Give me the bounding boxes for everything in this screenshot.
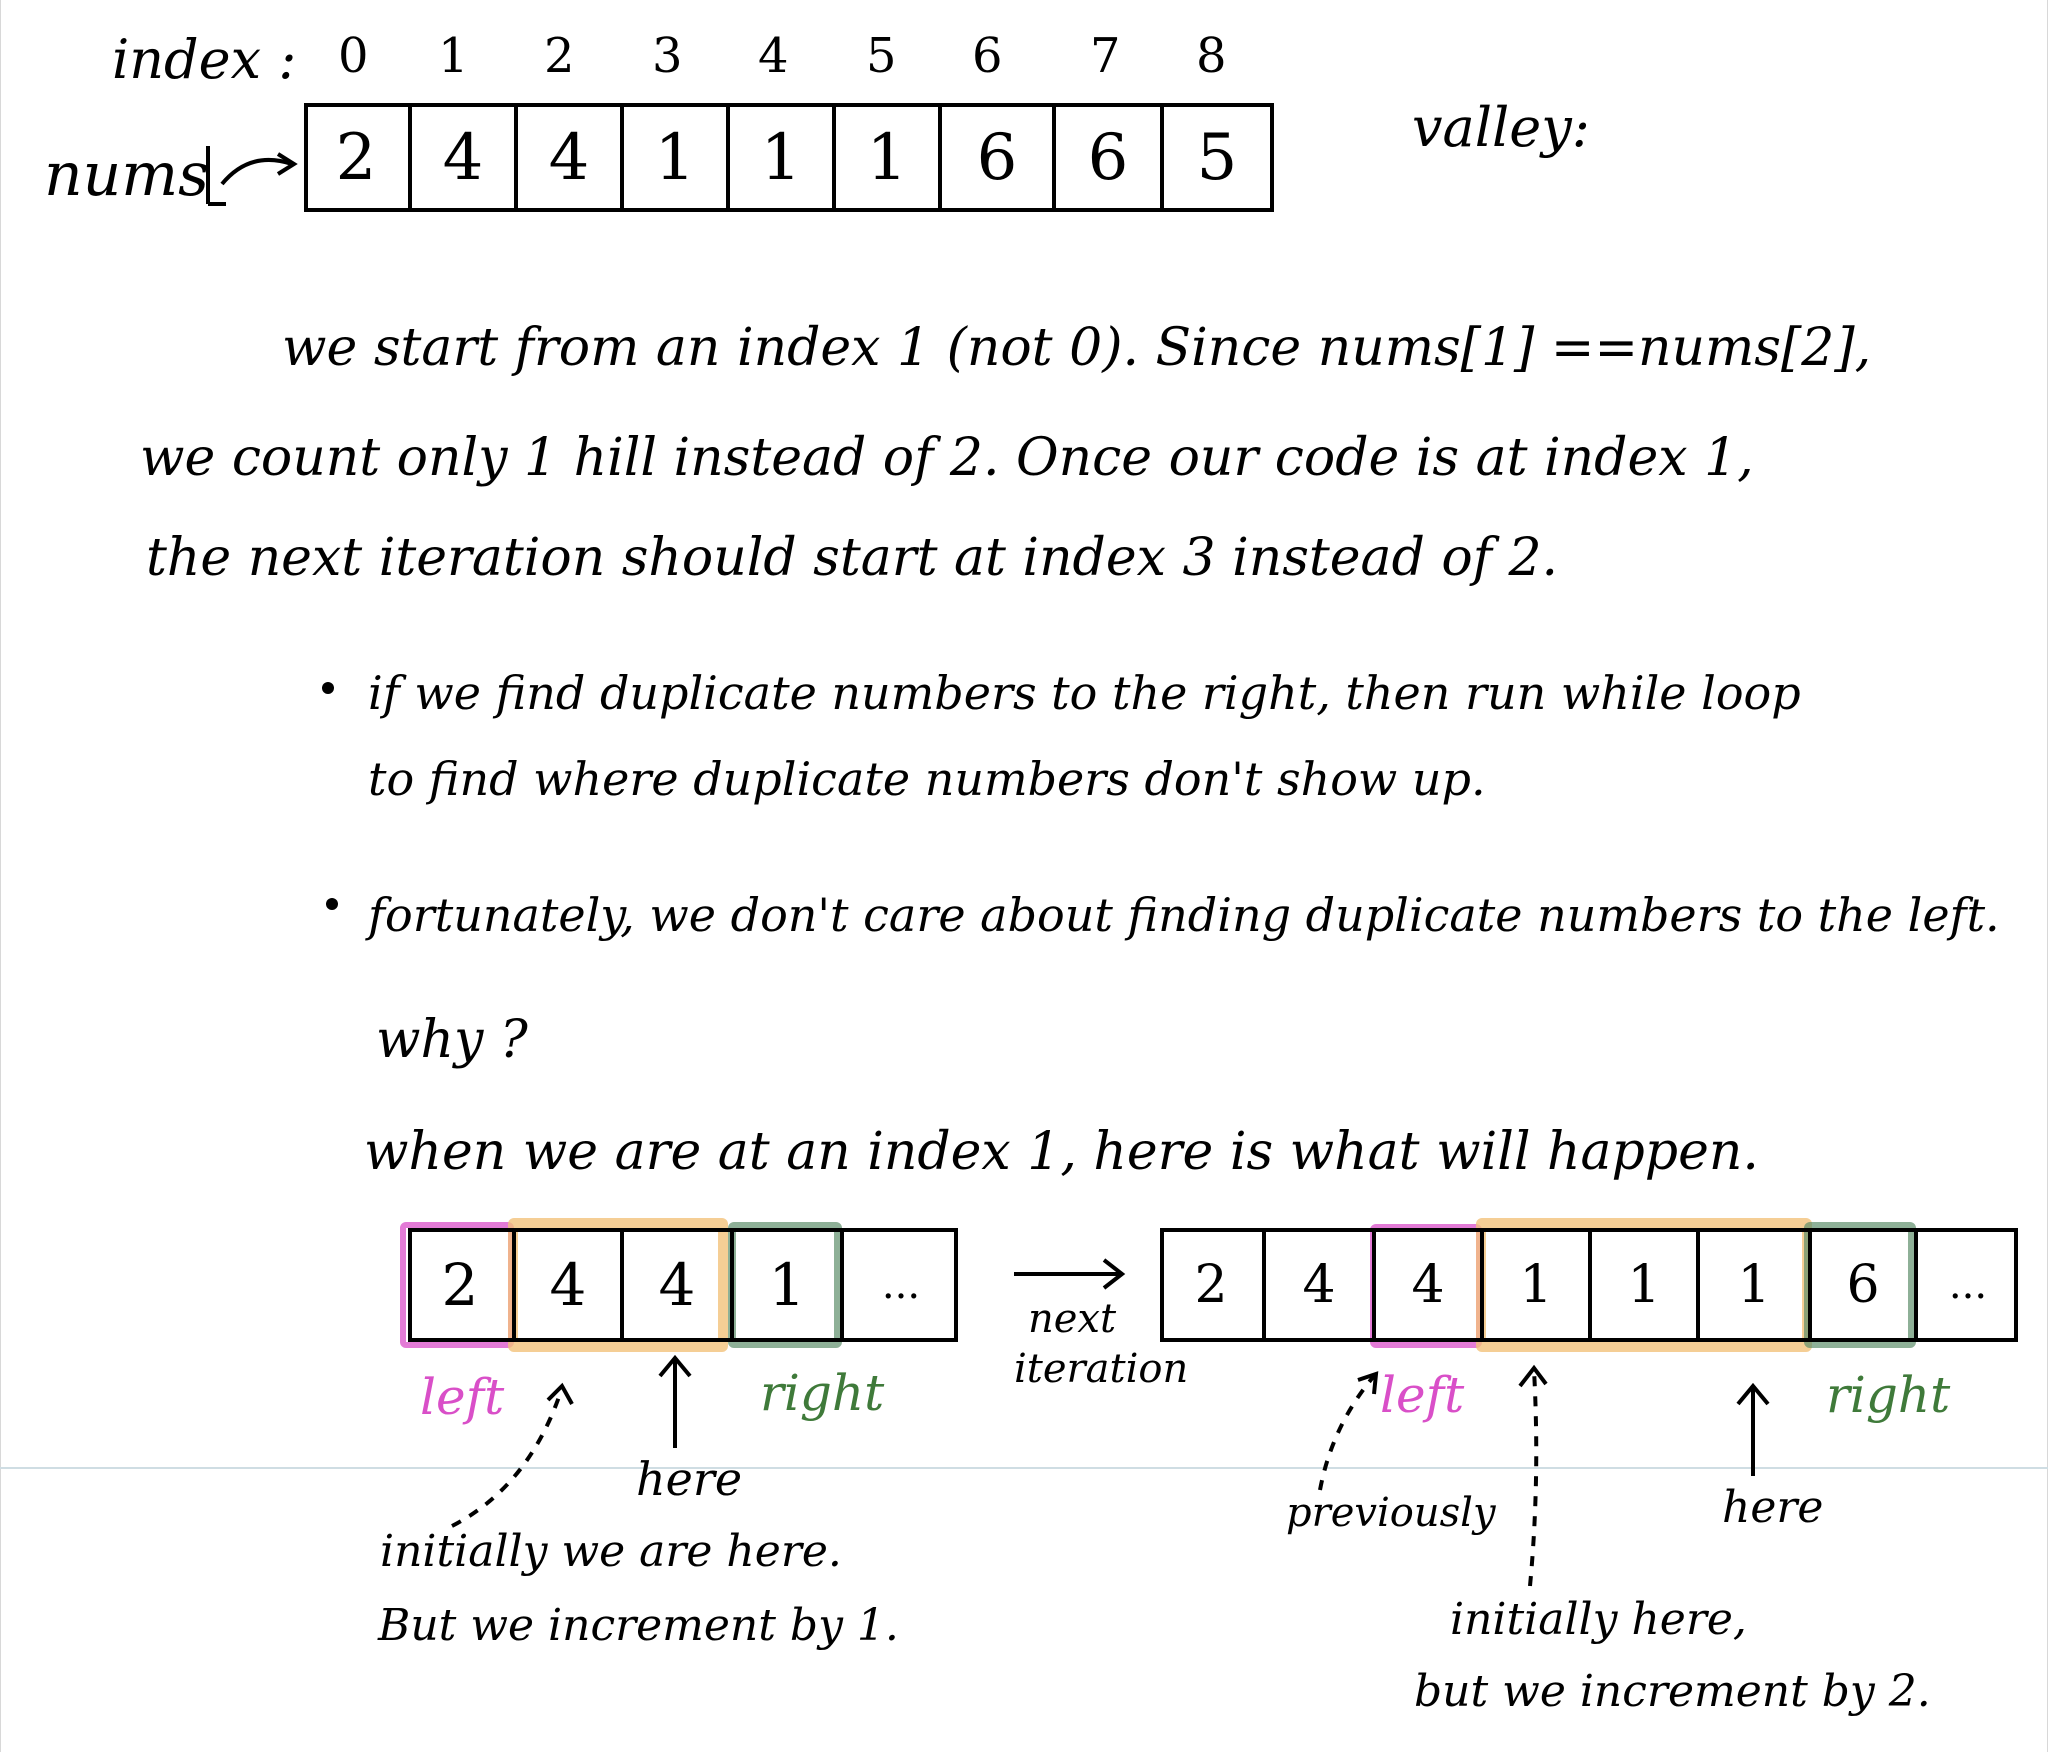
- array-cell: 2: [441, 1251, 479, 1319]
- array-cell: 1: [730, 1228, 840, 1342]
- index-tick: 2: [544, 28, 575, 84]
- array-cell: 4: [620, 1228, 730, 1342]
- nums-array: [304, 103, 1274, 212]
- text-line: we start from an index 1 (not 0). Since …: [282, 318, 1872, 378]
- array-cell: 2: [335, 120, 377, 195]
- when-text: when we are at an index 1, here is what …: [364, 1122, 1759, 1182]
- array-cell: 1: [1588, 1228, 1696, 1342]
- bullet-text: if we find duplicate numbers to the righ…: [368, 666, 1801, 720]
- index-tick: 5: [866, 28, 897, 84]
- array-cell: 4: [408, 103, 514, 212]
- left-note: initially we are here.: [380, 1526, 842, 1577]
- array-cell: 4: [514, 103, 620, 212]
- why-text: why ?: [376, 1010, 528, 1070]
- transition-label: iteration: [1014, 1346, 1189, 1392]
- index-tick: 3: [652, 28, 683, 84]
- array-cell: 4: [1372, 1228, 1480, 1342]
- previous-left-arrow-icon: [1318, 1371, 1379, 1491]
- index-tick: 7: [1090, 28, 1121, 84]
- bullet-text: fortunately, we don't care about finding…: [368, 888, 2000, 942]
- bullet-dot: [326, 898, 338, 910]
- page-border-left: [0, 0, 1, 1752]
- right-note: but we increment by 2.: [1414, 1666, 1931, 1717]
- array-cell: 4: [512, 1228, 620, 1342]
- here-label: here: [1722, 1482, 1824, 1533]
- array-cell: 6: [1052, 103, 1160, 212]
- here-arrow-icon: [658, 1354, 692, 1448]
- bullet-text: to find where duplicate numbers don't sh…: [368, 752, 1486, 806]
- array-cell: ...: [1914, 1228, 2018, 1342]
- right-pointer-label: right: [1826, 1366, 1951, 1424]
- index-tick: 0: [338, 28, 369, 84]
- left-array: [408, 1228, 958, 1342]
- array-cell: 1: [832, 103, 938, 212]
- transition-label: next: [1028, 1296, 1117, 1342]
- array-cell: 1: [620, 103, 726, 212]
- valley-label: valley:: [1412, 96, 1590, 159]
- right-pointer-label: right: [760, 1364, 885, 1422]
- here-label: here: [636, 1452, 743, 1506]
- page-break-line: [0, 1467, 2048, 1469]
- index-tick: 1: [438, 28, 469, 84]
- array-cell: 1: [1480, 1228, 1588, 1342]
- previously-label: previously: [1286, 1490, 1496, 1536]
- index-tick: 4: [758, 28, 789, 84]
- left-pointer-label: left: [1380, 1366, 1465, 1424]
- index-tick: 8: [1196, 28, 1227, 84]
- index-tick: 6: [972, 28, 1003, 84]
- index-label: index :: [112, 28, 297, 91]
- right-note: initially here,: [1450, 1594, 1747, 1645]
- here-arrow-icon: [1736, 1382, 1770, 1476]
- text-line: we count only 1 hill instead of 2. Once …: [140, 428, 1754, 488]
- array-cell: 1: [1696, 1228, 1808, 1342]
- array-cell: 4: [1262, 1228, 1372, 1342]
- array-cell: 6: [1808, 1228, 1914, 1342]
- array-cell: 1: [726, 103, 832, 212]
- pointer-arrow-icon: [206, 146, 298, 206]
- array-cell: ...: [840, 1228, 958, 1342]
- left-pointer-label: left: [420, 1368, 505, 1426]
- initial-position-arrow-icon: [1518, 1364, 1548, 1587]
- array-cell: 6: [938, 103, 1052, 212]
- left-note: But we increment by 1.: [378, 1600, 899, 1651]
- array-cell: 2: [1194, 1255, 1228, 1315]
- array-cell: 5: [1160, 103, 1270, 212]
- next-iteration-arrow-icon: [1014, 1258, 1126, 1290]
- initial-position-arrow-icon: [451, 1382, 574, 1528]
- nums-label: nums: [44, 140, 209, 210]
- bullet-dot: [322, 682, 334, 694]
- text-line: the next iteration should start at index…: [146, 528, 1559, 588]
